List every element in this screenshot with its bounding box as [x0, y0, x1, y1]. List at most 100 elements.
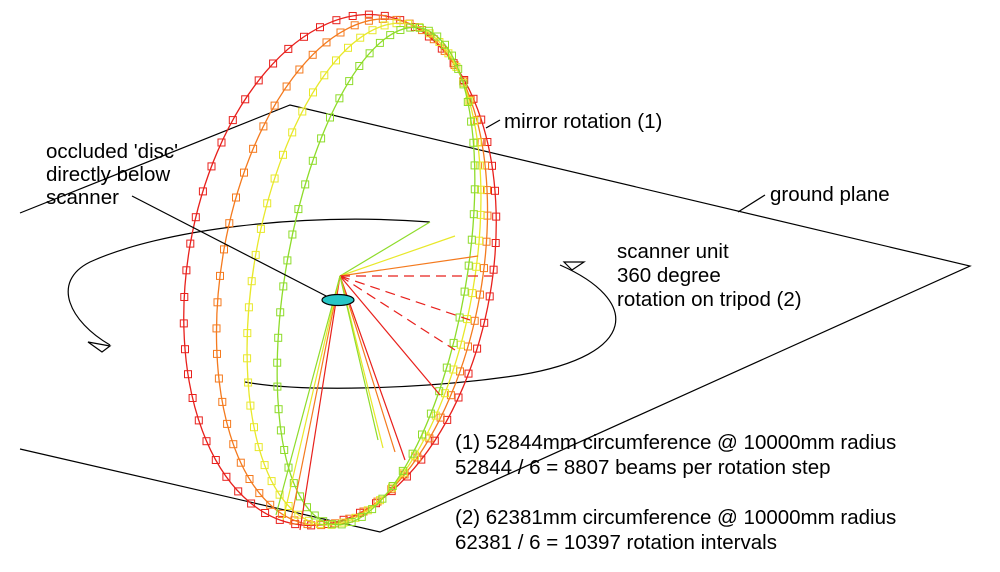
beam-marker-icon	[298, 107, 307, 116]
beam-marker-icon	[275, 490, 284, 499]
scanner-unit-label-3: rotation on tripod (2)	[617, 288, 802, 311]
occluded-disc-label-1: occluded 'disc'	[46, 140, 178, 163]
beam-marker-icon	[467, 235, 476, 244]
beam-marker-icon	[277, 509, 286, 518]
beam-marker-icon	[319, 517, 328, 526]
beam-marker-icon	[244, 303, 253, 312]
beam-marker-icon	[475, 161, 484, 170]
beam-marker-icon	[430, 436, 439, 445]
beam-marker-icon	[217, 138, 226, 147]
beam-marker-icon	[180, 293, 189, 301]
beam-marker-icon	[243, 329, 252, 338]
beam-marker-icon	[357, 512, 366, 521]
beam-marker-icon	[431, 411, 440, 420]
beam-marker-icon	[229, 440, 238, 449]
beam-marker-icon	[485, 292, 494, 301]
beam-marker-icon	[198, 187, 207, 196]
beam-marker-icon	[222, 472, 231, 481]
beam-marker-icon	[228, 116, 237, 125]
beam-marker-icon	[337, 520, 346, 529]
beam-marker-icon	[280, 446, 289, 454]
beam-marker-icon	[296, 492, 304, 501]
beam-marker-icon	[234, 487, 243, 496]
beam-marker-icon	[254, 443, 263, 452]
beam-marker-icon	[274, 333, 283, 342]
laser-beam	[289, 275, 341, 526]
beam-marker-icon	[191, 213, 200, 222]
beam-marker-icon	[336, 28, 345, 37]
beam-marker-icon	[186, 239, 195, 248]
beam-marker-icon	[454, 64, 463, 73]
beam-marker-icon	[345, 77, 354, 86]
beam-marker-icon	[270, 101, 279, 110]
beam-marker-icon	[294, 510, 303, 519]
occluded-disc-label-2: directly below	[46, 163, 170, 186]
beam-marker-icon	[476, 290, 484, 299]
beam-marker-icon	[279, 282, 288, 291]
beam-marker-icon	[467, 117, 476, 126]
beam-marker-icon	[364, 10, 373, 19]
beam-marker-icon	[344, 43, 352, 52]
leader-line-mirror	[485, 119, 501, 129]
beam-marker-icon	[328, 520, 337, 529]
scanner-unit-label-1: scanner unit	[617, 240, 729, 263]
beam-marker-icon	[244, 378, 253, 387]
beam-marker-icon	[350, 21, 359, 30]
beam-marker-icon	[250, 423, 258, 432]
beam-marker-icon	[251, 250, 260, 259]
beam-marker-icon	[240, 168, 248, 177]
beam-marker-icon	[491, 186, 499, 195]
beam-marker-icon	[332, 16, 341, 25]
laser-beam	[339, 221, 431, 277]
beam-marker-icon	[220, 245, 228, 254]
beam-marker-icon	[288, 230, 297, 239]
beam-marker-icon	[304, 516, 313, 525]
beam-marker-icon	[263, 199, 272, 208]
beam-marker-icon	[436, 413, 445, 422]
beam-marker-icon	[194, 416, 203, 425]
laser-beam	[339, 255, 479, 277]
beam-marker-icon	[223, 419, 232, 428]
beam-marker-icon	[182, 266, 191, 275]
mirror-rotation-rings	[179, 10, 501, 530]
beam-marker-icon	[284, 44, 293, 53]
beam-marker-icon	[355, 62, 364, 70]
note-2-line-2: 62381 / 6 = 10397 rotation intervals	[455, 531, 777, 554]
beam-marker-icon	[418, 430, 426, 439]
beam-marker-icon	[376, 496, 384, 505]
beam-marker-icon	[273, 358, 282, 367]
beam-marker-icon	[380, 21, 389, 30]
beam-marker-icon	[470, 316, 479, 325]
beam-marker-icon	[396, 26, 405, 34]
beam-marker-icon	[283, 256, 292, 265]
beam-marker-icon	[480, 318, 489, 327]
beam-marker-icon	[261, 509, 270, 517]
beam-marker-icon	[279, 150, 287, 159]
beam-marker-icon	[256, 224, 265, 233]
beam-marker-icon	[375, 38, 384, 47]
rotation-arrowhead-icon	[87, 341, 112, 353]
beam-marker-icon	[473, 138, 482, 147]
beam-marker-icon	[415, 23, 424, 32]
beam-marker-icon	[441, 389, 449, 398]
beam-marker-icon	[335, 94, 344, 103]
laser-beam	[339, 275, 406, 461]
beam-marker-icon	[365, 49, 374, 58]
beam-marker-icon	[347, 518, 356, 526]
beam-marker-icon	[254, 76, 263, 85]
beam-marker-icon	[433, 32, 442, 41]
beam-marker-icon	[294, 205, 303, 214]
beam-marker-icon	[245, 475, 254, 483]
beam-marker-icon	[301, 180, 310, 189]
beam-marker-icon	[213, 298, 222, 307]
note-1-line-1: (1) 52844mm circumference @ 10000mm radi…	[455, 431, 896, 454]
beam-marker-icon	[284, 463, 293, 472]
beam-marker-icon	[322, 38, 331, 47]
ground-plane-label: ground plane	[770, 183, 890, 206]
beam-marker-icon	[464, 369, 473, 378]
laser-beam	[282, 275, 341, 521]
laser-beam	[275, 275, 341, 516]
beam-marker-icon	[320, 71, 329, 80]
beam-marker-icon	[246, 401, 255, 410]
